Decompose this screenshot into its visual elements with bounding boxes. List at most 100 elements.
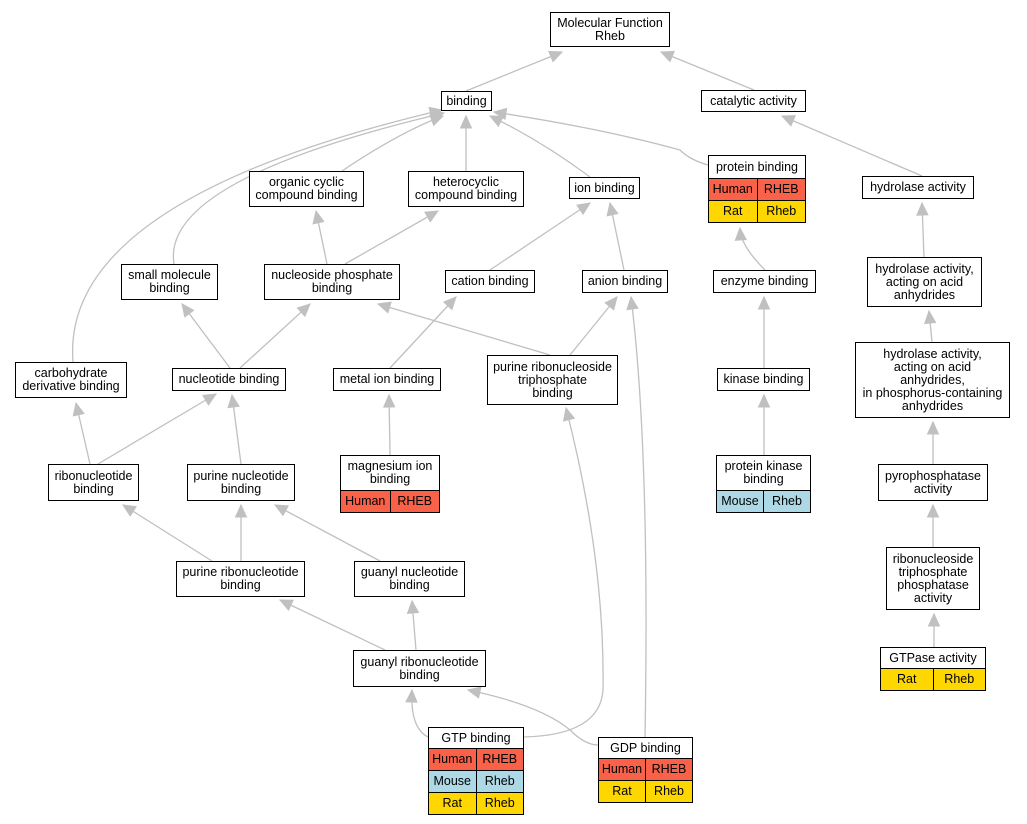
node-hydrolase-activity[interactable]: hydrolase activity — [862, 176, 974, 199]
arrowhead-gdp-to-anion — [626, 295, 639, 311]
arrowhead-ribonucleotide-to-carbohydrate — [72, 401, 85, 417]
node-purine-ribonucleotide-binding[interactable]: purine ribonucleotide binding — [176, 561, 305, 597]
node-guanyl-ribonucleotide-binding[interactable]: guanyl ribonucleotide binding — [353, 650, 486, 687]
arrowhead-guanyl-ribonucleotide-to-guanyl-nucleotide — [406, 599, 420, 614]
arrowhead-anion-to-ion-binding — [606, 201, 619, 217]
node-enzyme-binding[interactable]: enzyme binding — [713, 270, 816, 293]
arrowhead-protein-kinase-to-kinase — [757, 393, 771, 408]
edge-catalytic-to-molecular-function — [660, 51, 755, 91]
node-label: magnesium ion binding — [347, 459, 433, 486]
arrowhead-gtpase-to-ribonucleoside-tp — [927, 612, 941, 627]
arrowhead-purine-nucleotide-to-nucleotide — [227, 393, 240, 409]
edge-ribonucleotide-to-nucleotide — [97, 393, 217, 465]
node-guanyl-nucleotide-binding[interactable]: guanyl nucleotide binding — [354, 561, 465, 597]
node-molecular-function[interactable]: Molecular Function Rheb — [550, 12, 670, 47]
arrowhead-heterocyclic-to-binding — [459, 114, 473, 129]
node-hydrolase-activity-phosphorus-anhydrides[interactable]: hydrolase activity, acting on acid anhyd… — [855, 342, 1010, 418]
node-nucleoside-phosphate-binding[interactable]: nucleoside phosphate binding — [264, 264, 400, 300]
node-kinase-binding[interactable]: kinase binding — [717, 368, 810, 391]
node-organic-cyclic-compound-binding[interactable]: organic cyclic compound binding — [249, 171, 364, 207]
edge-purine-ribonucleotide-to-ribonucleotide — [122, 504, 213, 562]
species-cell: Rat — [897, 672, 917, 686]
gene-cell: RHEB — [389, 491, 440, 512]
edge-nucleoside-phosphate-to-heterocyclic — [344, 210, 439, 265]
node-cation-binding[interactable]: cation binding — [445, 270, 535, 293]
node-metal-ion-binding[interactable]: metal ion binding — [333, 368, 441, 391]
arrowhead-hydrolase-anhydrides-to-hydrolase — [916, 201, 929, 216]
node-ion-binding[interactable]: ion binding — [569, 177, 640, 199]
node-anion-binding[interactable]: anion binding — [582, 270, 668, 293]
gene-cell: Rheb — [475, 793, 524, 814]
node-gtpase-activity[interactable]: GTPase activity Rat Rheb — [880, 647, 986, 691]
node-hydrolase-activity-acid-anhydrides[interactable]: hydrolase activity, acting on acid anhyd… — [867, 257, 982, 307]
node-small-molecule-binding[interactable]: small molecule binding — [121, 264, 218, 300]
arrowhead-kinase-to-enzyme — [757, 295, 771, 310]
arrowhead-guanyl-ribonucleotide-to-purine-ribonucleotide — [278, 599, 294, 612]
species-cell: Rat — [723, 204, 743, 218]
edge-organic-cyclic-to-binding — [341, 115, 444, 172]
arrowhead-ribonucleotide-to-nucleotide — [202, 393, 218, 406]
edge-gdp-to-anion — [630, 296, 647, 738]
edge-binding-to-molecular-function — [465, 51, 563, 92]
arrowhead-catalytic-to-molecular-function — [659, 50, 675, 63]
arrowhead-purine-ribonucleoside-tp-to-nucleoside-phosphate — [376, 301, 392, 314]
arrowhead-ion-binding-to-binding — [488, 115, 504, 128]
node-nucleotide-binding[interactable]: nucleotide binding — [172, 368, 286, 391]
annotation-row: Rat Rheb — [881, 668, 985, 690]
gene-cell: Rheb — [475, 771, 524, 792]
arrowhead-gdp-to-guanyl-ribonucleotide — [466, 686, 482, 699]
arrowhead-carbohydrate-to-binding — [428, 106, 444, 119]
node-ribonucleotide-binding[interactable]: ribonucleotide binding — [48, 464, 139, 501]
arrowhead-protein-binding-to-binding — [492, 107, 508, 121]
node-heterocyclic-compound-binding[interactable]: heterocyclic compound binding — [408, 171, 524, 207]
node-label: GDP binding — [610, 740, 681, 755]
node-carbohydrate-derivative-binding[interactable]: carbohydrate derivative binding — [15, 362, 127, 398]
gene-cell: Rheb — [932, 669, 986, 690]
edge-carbohydrate-to-binding — [71, 109, 443, 363]
edge-gtp-to-purine-ribonucleoside-tp — [523, 407, 604, 738]
node-binding[interactable]: binding — [441, 91, 492, 111]
node-label: GTPase activity — [889, 650, 977, 665]
arrowhead-nucleotide-to-nucleoside-phosphate — [296, 303, 311, 318]
arrowhead-metal-ion-to-cation — [442, 296, 457, 311]
arrowhead-magnesium-to-metal-ion — [382, 393, 396, 408]
node-pyrophosphatase-activity[interactable]: pyrophosphatase activity — [878, 464, 988, 501]
arrowhead-ribonucleoside-tp-to-pyrophosphatase — [926, 503, 940, 518]
node-ribonucleoside-triphosphate-phosphatase-activity[interactable]: ribonucleoside triphosphate phosphatase … — [886, 547, 980, 610]
node-label: protein kinase binding — [724, 459, 803, 486]
edge-ion-binding-to-binding — [489, 115, 591, 178]
arrowhead-nucleotide-to-small-molecule — [181, 303, 195, 318]
arrowhead-purine-ribonucleotide-to-purine-nucleotide — [234, 503, 248, 518]
edge-cation-to-ion-binding — [489, 202, 591, 271]
arrowhead-hydrolase-to-catalytic — [780, 115, 796, 127]
arrowhead-purine-ribonucleoside-tp-to-anion — [604, 296, 618, 311]
gene-cell: RHEB — [645, 759, 692, 780]
node-catalytic-activity[interactable]: catalytic activity — [701, 90, 806, 112]
species-cell: Rat — [612, 784, 632, 798]
arrowhead-gtp-to-guanyl-ribonucleotide — [405, 688, 418, 703]
edge-gdp-to-guanyl-ribonucleotide — [467, 689, 599, 746]
edge-metal-ion-to-cation — [389, 296, 457, 369]
arrowhead-binding-to-molecular-function — [548, 50, 564, 63]
species-cell: Human — [601, 762, 643, 776]
arrowhead-nucleoside-phosphate-to-organic-cyclic — [312, 209, 325, 225]
edge-purine-ribonucleoside-tp-to-nucleoside-phosphate — [377, 303, 551, 356]
species-cell: Human — [432, 752, 473, 766]
arrowhead-nucleoside-phosphate-to-heterocyclic — [424, 210, 440, 223]
node-purine-ribonucleoside-triphosphate-binding[interactable]: purine ribonucleoside triphosphate bindi… — [487, 355, 618, 405]
arrowhead-cation-to-ion-binding — [576, 202, 591, 216]
node-label: GTP binding — [441, 730, 511, 745]
arrowhead-gtp-to-purine-ribonucleoside-tp — [562, 406, 576, 422]
node-purine-nucleotide-binding[interactable]: purine nucleotide binding — [187, 464, 295, 501]
